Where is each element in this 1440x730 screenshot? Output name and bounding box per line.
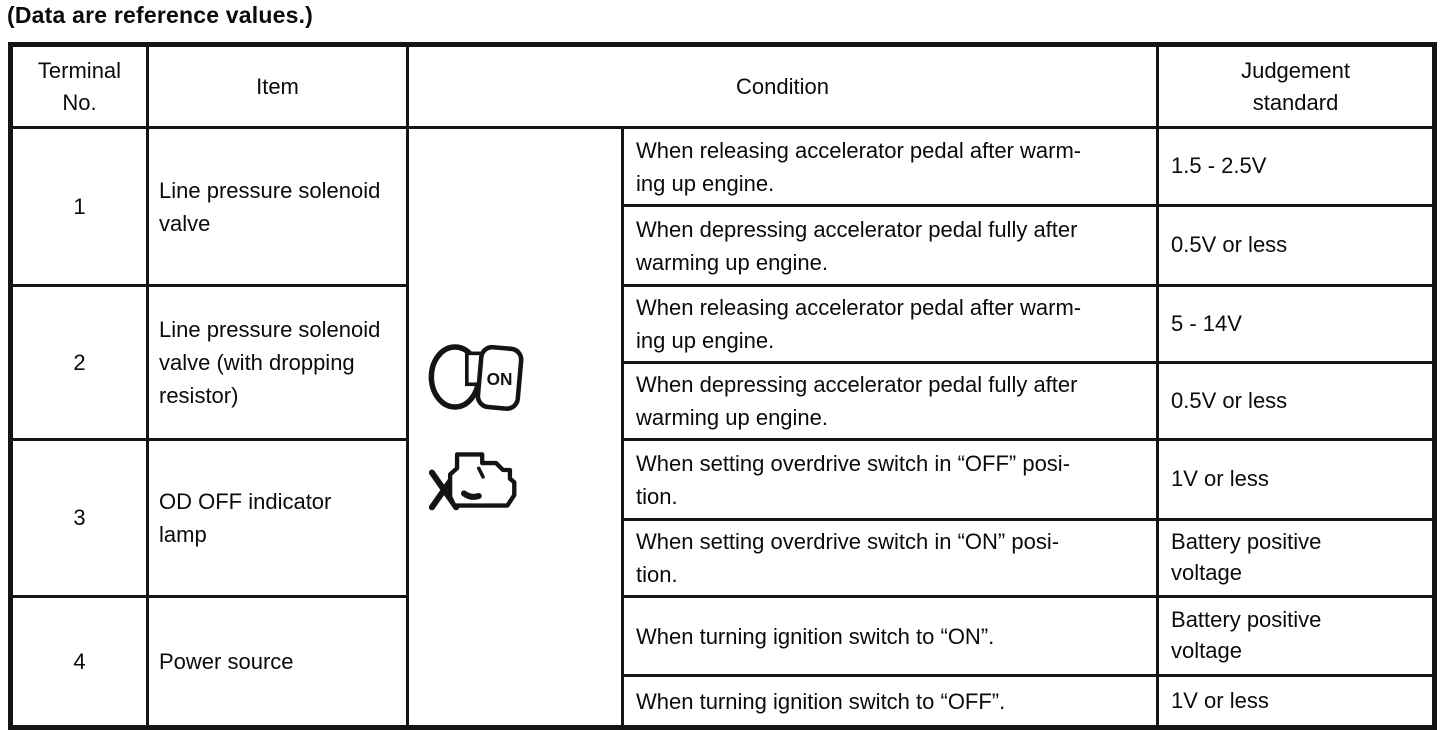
judgement-cell: Battery positive voltage — [1156, 595, 1437, 677]
terminal-no-1: 1 — [9, 126, 149, 287]
condition-cell: When turning ignition switch to “ON”. — [620, 595, 1160, 677]
condition-cell: When depressing accelerator pedal fully … — [620, 361, 1160, 441]
condition-cell: When releasing accelerator pedal after w… — [620, 284, 1160, 364]
condition-cell: When setting overdrive switch in “ON” po… — [620, 518, 1160, 598]
judgement-cell: 5 - 14V — [1156, 284, 1437, 364]
table-row: When depressing accelerator pedal fully … — [11, 361, 1437, 441]
judgement-cell: Battery positive voltage — [1156, 518, 1437, 598]
terminal-no-3: 3 — [9, 438, 149, 598]
table-header-row: Terminal No. Item Condition Judgement st… — [9, 43, 1437, 129]
table-row: 2 Line pressure solenoid valve (with dro… — [9, 284, 1437, 441]
item-power-source: Power source — [146, 595, 409, 729]
col-header-judgement-standard: Judgement standard — [1156, 43, 1437, 129]
ignition-on-label: ON — [487, 369, 513, 389]
icon-stack: ON — [425, 331, 620, 523]
table-row: When turning ignition switch to “OFF”. 1… — [11, 674, 1437, 729]
ignition-switch-on-icon: ON — [428, 344, 524, 411]
col-header-item: Item — [146, 43, 409, 129]
terminal-no-4: 4 — [9, 595, 149, 729]
table-row: 4 Power source When turning ignition swi… — [9, 595, 1437, 729]
item-od-off-indicator-lamp: OD OFF indicator lamp — [146, 438, 409, 598]
judgement-cell: 0.5V or less — [1156, 361, 1437, 441]
terminal-spec-table: Terminal No. Item Condition Judgement st… — [8, 42, 1438, 730]
judgement-cell: 1.5 - 2.5V — [1156, 126, 1437, 207]
table-row: When setting overdrive switch in “ON” po… — [11, 518, 1437, 598]
page-title: (Data are reference values.) — [7, 2, 314, 28]
item-line-pressure-solenoid-valve-dropping-resistor: Line pressure solenoid valve (with dropp… — [146, 284, 409, 441]
judgement-cell: 1V or less — [1156, 438, 1437, 521]
condition-cell: When depressing accelerator pedal fully … — [620, 204, 1160, 287]
col-header-condition: Condition — [405, 43, 1160, 129]
judgement-cell: 0.5V or less — [1156, 204, 1437, 287]
condition-cell: When turning ignition switch to “OFF”. — [620, 674, 1160, 729]
engine-running-icon — [428, 452, 517, 511]
table-row: 1 Line pressure solenoid valve ON When r… — [9, 126, 1437, 729]
judgement-cell: 1V or less — [1156, 674, 1437, 729]
col-header-terminal-no: Terminal No. — [9, 43, 149, 129]
table-row: 3 OD OFF indicator lamp When setting ove… — [9, 438, 1437, 598]
condition-cell: When releasing accelerator pedal after w… — [620, 126, 1160, 207]
table-row: When depressing accelerator pedal fully … — [11, 204, 1437, 287]
terminal-no-2: 2 — [9, 284, 149, 441]
condition-cell: When setting overdrive switch in “OFF” p… — [620, 438, 1160, 521]
condition-icons-cell: ON — [406, 126, 624, 729]
item-line-pressure-solenoid-valve: Line pressure solenoid valve — [146, 126, 409, 287]
